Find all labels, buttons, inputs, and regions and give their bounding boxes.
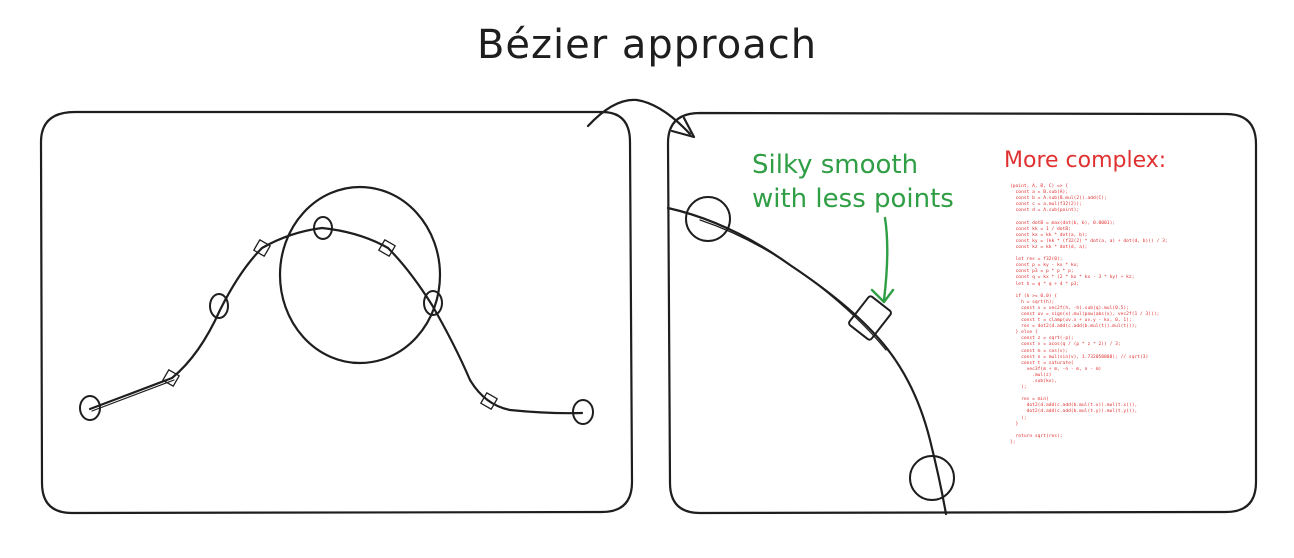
code-line: const kz = kk * dot(d, a); — [1010, 244, 1088, 250]
control-handle — [848, 295, 892, 341]
annotation-line-1: Silky smooth — [752, 150, 919, 180]
smoothness-annotation: Silky smooth with less points — [752, 148, 954, 216]
code-line: } else { — [1010, 330, 1038, 336]
code-line: let res = f32(0); — [1010, 257, 1063, 263]
code-line: const p3 = p * p * p; — [1010, 269, 1074, 275]
annotation-arrow — [882, 216, 889, 302]
code-line: return sqrt(res); — [1010, 433, 1063, 439]
code-line: const b = A.sub(B.mul(2)).add(C); — [1010, 196, 1107, 202]
code-line: res = min( — [1010, 397, 1049, 403]
annotation-arrowhead — [870, 288, 895, 304]
code-line: ); — [1010, 385, 1027, 391]
code-line: dot2(d.add(c.add(b.mul(t.x)).mul(t.x))), — [1010, 403, 1138, 409]
code-line: if (h >= 0.0) { — [1010, 293, 1058, 299]
control-handle — [162, 369, 180, 387]
left-curve — [88, 226, 584, 415]
code-line: const z = sqrt(-p); — [1010, 336, 1074, 342]
anchor-point — [909, 455, 955, 501]
left-curve-double — [91, 379, 175, 412]
right-panel-frame — [666, 111, 1258, 515]
code-line: }; — [1010, 439, 1016, 445]
code-line: const d = A.sub(point); — [1010, 208, 1080, 214]
anchor-point — [423, 290, 443, 316]
anchor-point — [313, 216, 333, 240]
left-panel-frame — [39, 110, 634, 515]
anchor-point — [79, 395, 101, 421]
anchor-point — [685, 196, 731, 242]
code-line: } — [1010, 421, 1019, 427]
code-line: const ky = (kk * (f32(2) * dot(a, a) + d… — [1010, 238, 1168, 244]
anchor-point — [572, 399, 594, 425]
connector-arrowhead — [670, 116, 696, 139]
code-line: res = dot2(d.add(c.add(b.mul(t)).mul(t))… — [1010, 324, 1138, 330]
code-line: let h = q * q + 4 * p3; — [1010, 281, 1080, 287]
code-line: const dotB = max(dot(b, b), 0.0001); — [1010, 220, 1116, 226]
code-heading: More complex: — [1004, 148, 1167, 173]
code-line: const p = ky - kx * kx; — [1010, 263, 1080, 269]
code-line: const n = mul(sin(v), 1.732050808); // s… — [1010, 354, 1149, 360]
connector-arrow — [586, 98, 692, 136]
page-title: Bézier approach — [476, 22, 818, 68]
code-line: const t = clamp(uv.x + uv.y - kx, 0, 1); — [1010, 318, 1132, 324]
code-line: const c = a.mul(f32(2)); — [1010, 202, 1082, 208]
anchor-point — [209, 293, 229, 319]
code-line: const m = cos(v); — [1010, 348, 1069, 354]
code-line: const q = kx * (2 * kx * kx - 3 * ky) + … — [1010, 275, 1135, 281]
code-line: const kx = kk * dot(a, b); — [1010, 232, 1088, 238]
annotation-line-2: with less points — [752, 184, 954, 214]
code-line: dot2(d.add(c.add(b.mul(t.y)).mul(t.y))), — [1010, 409, 1138, 415]
code-line: const t = saturate( — [1010, 360, 1074, 366]
code-line: const v = acos(q / (p * z * 2)) / 3; — [1010, 342, 1121, 348]
highlight-circle — [278, 185, 442, 365]
control-handle — [480, 392, 498, 410]
code-line: vec3f(m + m, -n - m, n - m) — [1010, 366, 1102, 372]
code-line: const x = vec2f(h, -h).sub(q).mul(0.5); — [1010, 305, 1129, 311]
control-handle — [253, 239, 271, 257]
code-line: const a = B.sub(A); — [1010, 190, 1069, 196]
code-line: h = sqrt(h); — [1010, 299, 1055, 305]
right-curve — [666, 206, 948, 516]
code-line: const uv = sign(x).mul(pow(abs(x), vec2f… — [1010, 311, 1160, 317]
right-curve-double — [699, 219, 887, 351]
code-block: (point, A, B, C) => { const a = B.sub(A)… — [1010, 184, 1168, 446]
code-line: ); — [1010, 415, 1027, 421]
code-line: (point, A, B, C) => { — [1010, 184, 1069, 189]
control-handle — [378, 239, 396, 257]
code-line: const kk = 1 / dotB; — [1010, 226, 1071, 232]
code-line: .mul(z) — [1010, 372, 1052, 378]
code-line: .sub(kx), — [1010, 379, 1058, 384]
